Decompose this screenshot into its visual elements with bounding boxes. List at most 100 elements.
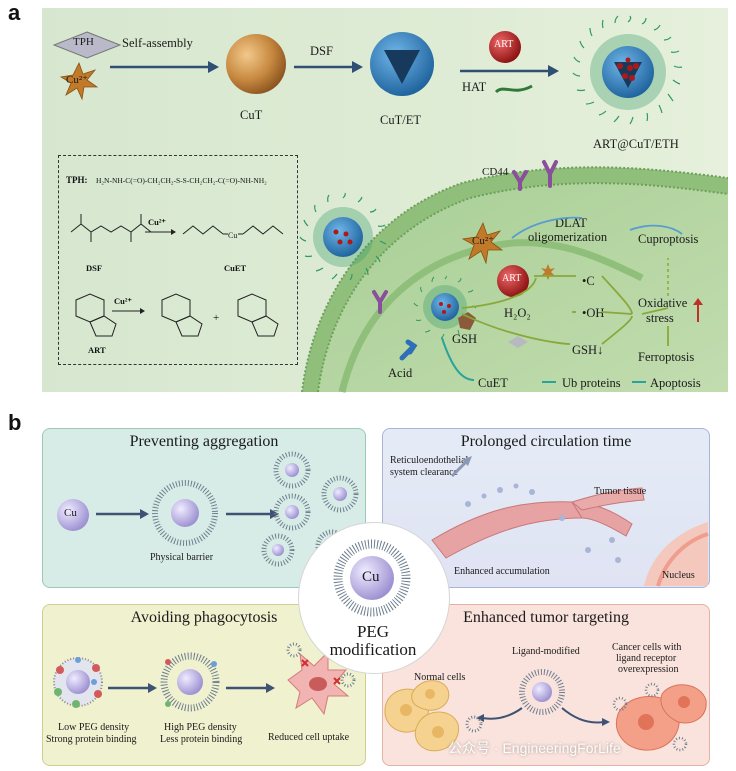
cd44-receptor-icon-3 <box>372 290 388 314</box>
arrow-ap-1 <box>108 683 157 693</box>
cell-art-sphere <box>497 265 529 297</box>
art-sphere <box>489 31 521 63</box>
acid-label: Acid <box>388 366 413 380</box>
dsf-structure <box>70 214 152 242</box>
arrow-ap-2 <box>226 683 275 693</box>
dlat-label: DLAT <box>555 216 587 230</box>
preventing-aggregation-title: Preventing aggregation <box>129 433 279 450</box>
final-np-label: ART@CuT/ETH <box>593 137 679 151</box>
res-line1-label: Reticuloendothelial <box>390 455 469 466</box>
acid-arrow-icon <box>399 339 418 361</box>
apoptosis-label: Apoptosis <box>650 376 701 390</box>
oligomerization-label: oligomerization <box>528 230 608 244</box>
cuet-chem-label: CuET <box>224 263 247 273</box>
peg-line1: PEG <box>356 622 390 641</box>
low-peg-np <box>53 657 103 708</box>
blood-vessel <box>431 456 709 587</box>
cuproptosis-label: Cuproptosis <box>638 232 699 246</box>
np-in-cytoplasm <box>413 275 477 339</box>
dsf-label: DSF <box>310 44 333 58</box>
cut-et-sphere <box>370 32 434 96</box>
cuet-structure: Cu <box>182 225 284 240</box>
peg-np-barrier <box>152 480 218 546</box>
h2o2-tile <box>508 336 528 348</box>
h2o2-label: H₂O₂ <box>504 306 531 320</box>
ferroptosis-label: Ferroptosis <box>638 350 695 364</box>
cell-cu2-label: Cu²⁺ <box>472 235 494 247</box>
art-product-2-structure <box>237 293 279 337</box>
high-peg-line1: High PEG density <box>164 722 237 733</box>
prolonged-circulation-title: Prolonged circulation time <box>460 433 632 450</box>
tumor-tissue-label: Tumor tissue <box>594 486 647 497</box>
high-peg-line2: Less protein binding <box>160 734 243 745</box>
enhanced-targeting-title: Enhanced tumor targeting <box>463 609 629 626</box>
dsf-chem-label: DSF <box>86 263 103 273</box>
tph-label: TPH <box>73 36 94 48</box>
cancer-line1-label: Cancer cells with <box>612 642 682 653</box>
cut-et-label: CuT/ET <box>380 113 421 127</box>
physical-barrier-label: Physical barrier <box>150 552 214 563</box>
reduced-uptake-label: Reduced cell uptake <box>268 732 350 743</box>
cu-small-label: Cu <box>64 507 77 519</box>
center-cu-label: Cu <box>362 569 380 585</box>
hat-label: HAT <box>462 80 487 94</box>
cuet-cell-label: CuET <box>478 376 508 390</box>
arrow-dsf <box>294 61 363 73</box>
arrow-art-hat <box>460 65 559 77</box>
low-peg-line2: Strong protein binding <box>46 734 137 745</box>
enhanced-accumulation-label: Enhanced accumulation <box>454 566 550 577</box>
up-arrow-icon <box>693 298 703 322</box>
panel-a-letter: a <box>8 0 21 25</box>
np-entering-cell <box>299 192 387 281</box>
tph-chem-label: TPH: <box>66 175 88 185</box>
chem-arrow-1 <box>145 229 176 235</box>
center-peg-np <box>333 539 411 617</box>
nucleus-label: Nucleus <box>662 570 695 581</box>
high-peg-np <box>160 652 220 712</box>
stress-label: stress <box>646 311 674 325</box>
cancer-line3-label: overexpression <box>618 664 679 675</box>
cu2-cell-star-icon <box>461 221 504 265</box>
cu2-label: Cu²⁺ <box>66 74 88 86</box>
art-structure <box>75 293 117 337</box>
preventing-aggregation-box: Preventing aggregation <box>42 428 366 588</box>
oh-radical-label: •OH <box>582 306 605 320</box>
small-cu-star-icon <box>541 264 555 280</box>
art-chem-label: ART <box>88 345 106 355</box>
cd44-receptor-icon <box>512 170 528 191</box>
avoiding-phagocytosis-title: Avoiding phagocytosis <box>130 609 278 626</box>
cu2-arrow-1-label: Cu²⁺ <box>148 217 166 227</box>
tph-formula: H₂N‑NH‑C(=O)‑CH₂CH₂‑S‑S‑CH₂CH₂‑C(=O)‑NH‑… <box>96 176 267 185</box>
arrow-pa-1 <box>96 509 149 519</box>
svg-text:Cu: Cu <box>228 231 237 240</box>
cd44-label: CD44 <box>482 166 509 178</box>
low-peg-line1: Low PEG density <box>58 722 130 733</box>
targeting-illustration <box>384 669 707 752</box>
cancer-line2-label: ligand receptor <box>616 653 677 664</box>
tph-diamond <box>52 31 122 59</box>
arrow-self-assembly <box>110 61 219 73</box>
chemistry-box <box>58 155 298 365</box>
panel-b-letter: b <box>8 410 22 435</box>
peg-line2: modification <box>329 640 417 659</box>
ligand-modified-label: Ligand-modified <box>512 646 580 657</box>
self-assembly-label: Self-assembly <box>122 36 193 50</box>
cu-sphere-small <box>57 499 89 531</box>
ub-proteins-label: Ub proteins <box>562 376 621 390</box>
gsh-down-label: GSH↓ <box>572 343 604 357</box>
art-product-1-structure <box>161 293 203 337</box>
cd44-receptor-icon-2 <box>542 160 558 188</box>
plus-sign: + <box>213 312 220 324</box>
gsh-shape <box>458 312 476 330</box>
c-radical-label: •C <box>582 274 595 288</box>
hat-strand <box>494 84 533 94</box>
cu2-star-icon <box>59 61 99 101</box>
cell-art-label: ART <box>502 273 522 284</box>
pathway-arrows <box>441 216 683 383</box>
gsh-label: GSH <box>452 332 478 346</box>
cut-label: CuT <box>240 108 263 122</box>
cu2-arrow-2-label: Cu²⁺ <box>114 296 132 306</box>
art-label: ART <box>494 39 514 50</box>
chem-arrow-2 <box>112 308 145 314</box>
oxidative-label: Oxidative <box>638 296 688 310</box>
